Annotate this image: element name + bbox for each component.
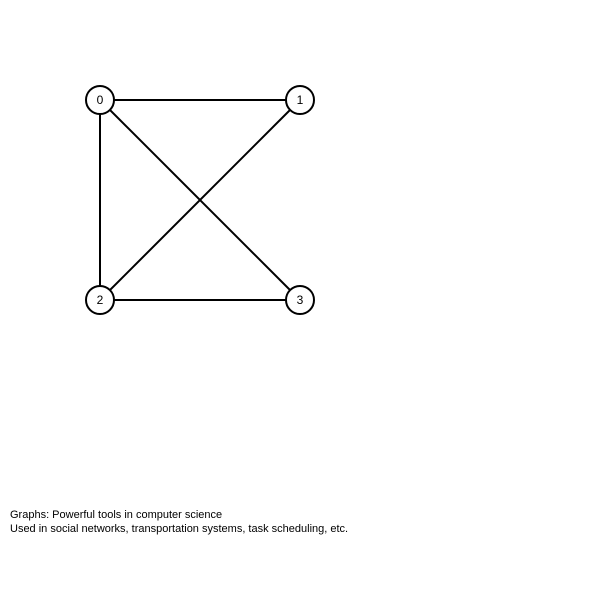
node-circle [85, 85, 115, 115]
node-circle [285, 285, 315, 315]
node-label: 0 [97, 93, 104, 107]
node-circle [285, 85, 315, 115]
node-1: 1 [285, 85, 315, 115]
node-label: 3 [297, 293, 304, 307]
caption: Graphs: Powerful tools in computer scien… [10, 508, 590, 536]
node-0: 0 [85, 85, 115, 115]
caption-line-2: Used in social networks, transportation … [10, 523, 349, 535]
graph-edges [99, 99, 301, 301]
node-2: 2 [85, 285, 115, 315]
caption-line-1: Graphs: Powerful tools in computer scien… [10, 509, 223, 521]
edge-1-2 [99, 99, 301, 301]
graph-nodes: 0 1 2 3 [85, 85, 315, 315]
node-circle [85, 285, 115, 315]
node-label: 1 [297, 93, 304, 107]
node-label: 2 [97, 293, 104, 307]
node-3: 3 [285, 285, 315, 315]
